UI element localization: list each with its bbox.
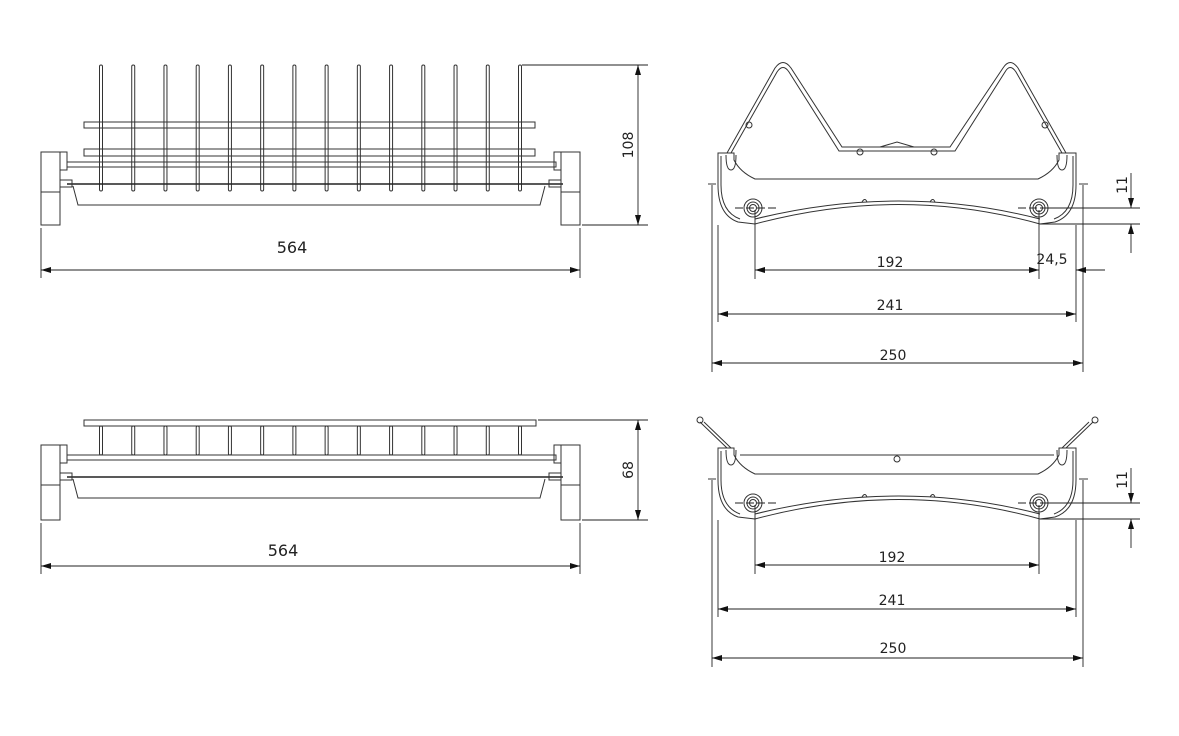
pin (131, 425, 136, 456)
pin (356, 425, 361, 456)
pin (485, 425, 490, 456)
pin (292, 425, 297, 456)
side-view-tall: 108 564 (40, 64, 648, 278)
pin (389, 425, 394, 456)
drip-tray (72, 185, 546, 206)
drip-tray (72, 478, 546, 499)
wire-left (699, 421, 732, 449)
end-block-left (40, 444, 61, 521)
short-dividers (99, 425, 522, 456)
dim-250: 250 (880, 641, 907, 657)
pin (518, 425, 522, 456)
wire-frame (726, 62, 1067, 154)
side-view-low: 68 564 (40, 419, 648, 574)
end-view-tall: 192 241 250 24,5 11 (708, 62, 1140, 373)
end-block-left (40, 151, 61, 226)
end-block-right (560, 444, 581, 521)
height-label: 68 (621, 461, 637, 479)
upper-bar (83, 121, 536, 129)
clip-right (548, 179, 562, 188)
pin (99, 425, 103, 456)
pin (195, 425, 200, 456)
dim-192: 192 (879, 550, 906, 566)
dim-241: 241 (879, 593, 906, 609)
dim-11: 11 (1115, 176, 1131, 194)
pin (453, 425, 458, 456)
rail (66, 454, 557, 461)
end-block-right (560, 151, 581, 226)
top-bar (83, 419, 537, 427)
middle-bar (83, 148, 536, 157)
end-view-low: 192 241 250 11 (696, 416, 1140, 667)
rail (66, 161, 557, 168)
dim-192: 192 (877, 255, 904, 271)
end-profile (708, 448, 1140, 667)
dim-241: 241 (877, 298, 904, 314)
height-label: 108 (621, 132, 637, 159)
pin (421, 425, 426, 456)
dim-250: 250 (880, 348, 907, 364)
wire-right (1061, 421, 1094, 449)
width-label: 564 (277, 238, 308, 257)
dim-24-5: 24,5 (1036, 252, 1067, 268)
end-tab-right (553, 151, 562, 171)
end-tab-left (59, 151, 68, 171)
dim-11: 11 (1115, 471, 1131, 489)
width-label: 564 (268, 541, 299, 560)
pin (227, 425, 232, 456)
end-profile (708, 153, 1140, 372)
pin (324, 425, 329, 456)
clip-left (59, 179, 73, 188)
pin (163, 425, 168, 456)
pin (260, 425, 265, 456)
